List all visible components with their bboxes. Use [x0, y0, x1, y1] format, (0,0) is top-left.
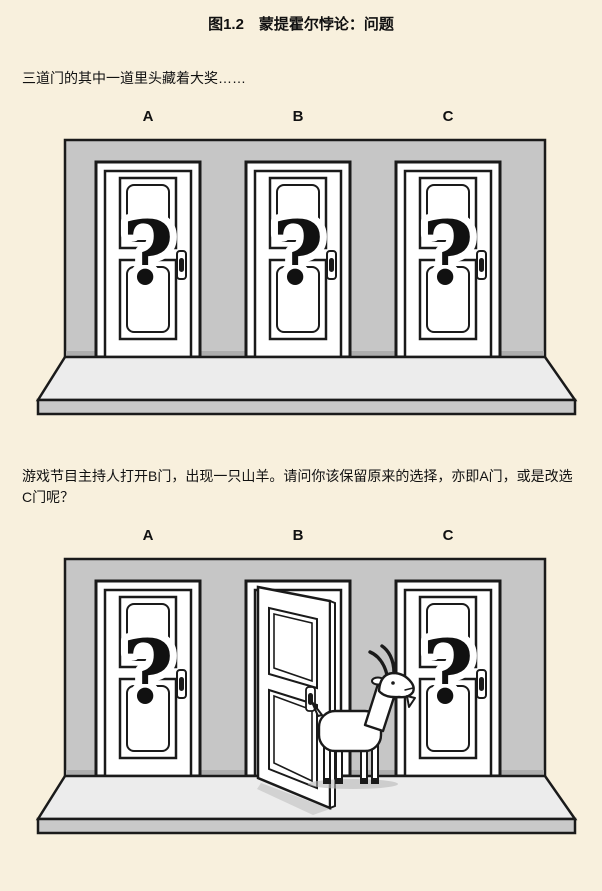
- platform-top: [35, 355, 578, 401]
- goat-icon: [308, 644, 416, 790]
- question-mark-c: ?: [422, 201, 474, 305]
- illustration-door-b-open: ? ?: [35, 557, 578, 835]
- caption-question-1: 三道门的其中一道里头藏着大奖……: [22, 70, 246, 86]
- question-mark-a: ?: [122, 201, 174, 305]
- figure-title: 图1.2 蒙提霍尔悖论：问题: [208, 16, 394, 33]
- door-shadow: [257, 783, 330, 816]
- goat-shadow: [308, 779, 398, 790]
- door-label-b: B: [292, 527, 304, 545]
- door-labels-row-2: A B C: [21, 527, 581, 547]
- door-label-b: B: [292, 107, 304, 125]
- platform-front: [36, 817, 577, 835]
- door-label-a: A: [142, 107, 154, 125]
- question-mark-c: ?: [422, 620, 474, 724]
- question-mark-b: ?: [272, 201, 324, 305]
- question-mark-a: ?: [122, 620, 174, 724]
- open-door-b: [256, 585, 336, 816]
- door-labels-row-1: A B C: [21, 108, 581, 128]
- platform-front: [36, 398, 577, 415]
- caption-question-2: 游戏节目主持人打开B门，出现一只山羊。请问你该保留原来的选择，亦即A门，或是改选…: [22, 467, 573, 506]
- door-label-a: A: [142, 527, 154, 545]
- door-label-c: C: [442, 107, 454, 125]
- door-label-c: C: [442, 527, 454, 545]
- illustration-doors-closed: ? ? ?: [35, 138, 578, 415]
